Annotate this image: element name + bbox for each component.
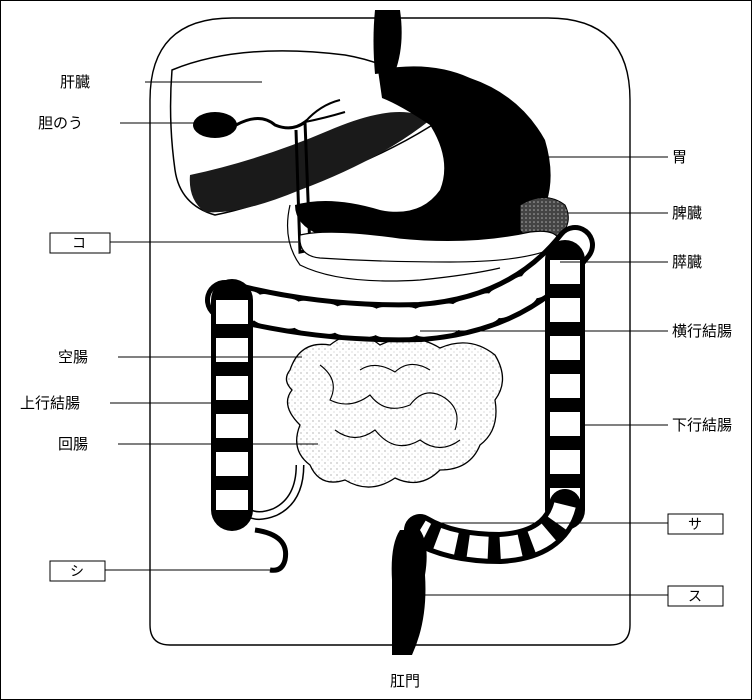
label-jejunum: 空腸 (58, 348, 88, 366)
answer-box-ko-text: コ (72, 236, 86, 252)
answer-box-sa-text: サ (688, 517, 702, 533)
label-stomach: 胃 (672, 148, 687, 166)
answer-box-sa: サ (668, 514, 723, 534)
answer-box-shi: シ (50, 561, 105, 581)
label-ileum: 回腸 (58, 435, 88, 453)
appendix (255, 530, 286, 570)
label-spleen: 脾臓 (672, 204, 702, 222)
answer-box-shi-text: シ (70, 564, 84, 580)
label-gallbladder: 胆のう (38, 114, 83, 132)
label-pancreas: 膵臓 (672, 253, 702, 271)
label-anus: 肛門 (390, 672, 420, 690)
label-transverse-colon: 横行結腸 (672, 322, 732, 340)
label-liver: 肝臓 (60, 73, 90, 91)
esophagus (374, 10, 402, 74)
small-intestine (286, 335, 502, 487)
gallbladder (193, 112, 237, 138)
answer-box-ko: コ (50, 233, 110, 253)
ileum-end (245, 465, 300, 516)
answer-box-su: ス (668, 586, 723, 606)
label-descending-colon: 下行結腸 (672, 416, 732, 434)
answer-box-su-text: ス (688, 589, 702, 605)
rectum (392, 530, 427, 655)
label-ascending-colon: 上行結腸 (20, 394, 80, 412)
